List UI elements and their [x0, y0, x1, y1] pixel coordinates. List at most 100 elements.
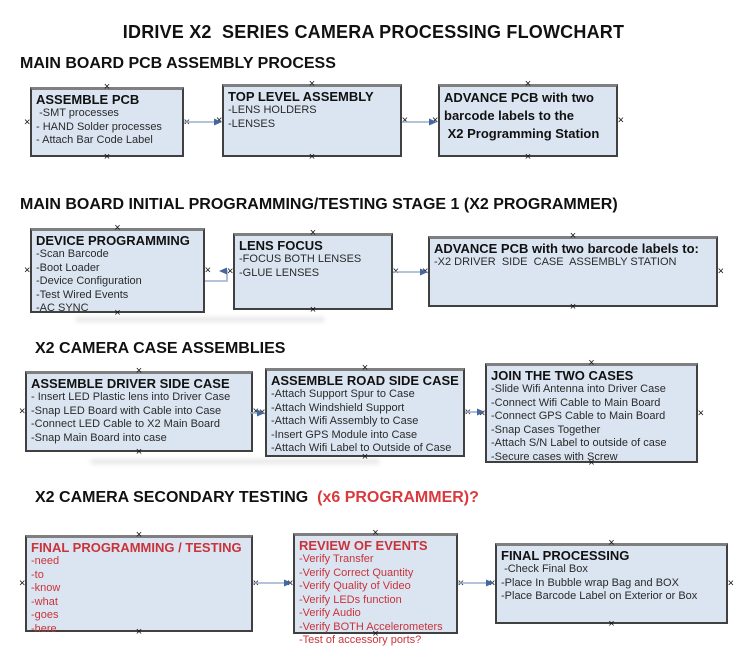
box-title: LENS FOCUS	[239, 238, 323, 253]
section-heading-text: X2 CAMERA SECONDARY TESTING	[35, 489, 313, 506]
flow-box-final-processing: × × × × FINAL PROCESSING -Check Final Bo…	[489, 538, 734, 630]
connector-handle-icon: ×	[569, 301, 577, 313]
connector-arrow-elbow	[205, 267, 228, 282]
connector-handle-icon: ×	[204, 264, 211, 277]
box-item: -Verify Audio	[299, 607, 361, 619]
connector-handle-icon: ×	[24, 116, 31, 129]
box-item: -Attach S/N Label to outside of case	[491, 437, 667, 449]
flow-box-device-programming: × × × × DEVICE PROGRAMMING -Scan Barcode…	[24, 223, 211, 319]
box-item: -Secure cases with Screw	[491, 450, 618, 463]
box-item-list: -Verify Transfer-Verify Correct Quantity…	[299, 553, 452, 648]
connector-handle-icon: ×	[114, 222, 121, 234]
box-item: -Verify Transfer	[299, 553, 374, 565]
connector-handle-icon: ×	[103, 81, 111, 93]
box-item: -Snap LED Board with Cable into Case	[31, 404, 222, 417]
connector-handle-icon: ×	[524, 78, 532, 90]
connector-handle-icon: ×	[608, 618, 615, 630]
box-title: ASSEMBLE PCB	[36, 92, 140, 107]
connector-handle-icon: ×	[259, 406, 266, 419]
connector-handle-icon: ×	[464, 406, 471, 419]
box-item: -Verify BOTH Accelerometers	[299, 620, 443, 633]
connector-handle-icon: ×	[19, 577, 26, 590]
box-item-list: -Check Final Box-Place In Bubble wrap Ba…	[501, 563, 722, 604]
section-heading-text: MAIN BOARD PCB ASSEMBLY PROCESS	[20, 55, 336, 72]
connector-handle-icon: ×	[183, 116, 190, 129]
connector-handle-icon: ×	[588, 357, 595, 369]
section-heading-red-text: (x6 PROGRAMMER)?	[312, 489, 479, 506]
box-item: -GLUE LENSES	[239, 266, 320, 279]
page-title: IDRIVE X2 SERIES CAMERA PROCESSING FLOWC…	[122, 22, 625, 42]
box-item: -Attach Support Spur to Case	[271, 388, 415, 400]
box-item: -goes	[31, 609, 59, 621]
box-item: - Insert LED Plastic lens into Driver Ca…	[31, 391, 231, 403]
box-item: -Place Barcode Label on Exterior or Box	[501, 590, 698, 602]
connector-handle-icon: ×	[717, 265, 724, 278]
box-item: -Connect GPS Cable to Main Board	[491, 410, 666, 422]
connector-handle-icon: ×	[569, 230, 577, 242]
box-item: - HAND Solder processes	[36, 120, 162, 133]
connector-handle-icon: ×	[24, 264, 31, 277]
box-item: -here	[31, 622, 57, 635]
box-item: -Test Wired Events	[36, 288, 129, 301]
connector-handle-icon: ×	[103, 151, 111, 163]
box-title: TOP LEVEL ASSEMBLY	[228, 89, 374, 104]
flow-box-review-of-events: × × × × REVIEW OF EVENTS -Verify Transfe…	[287, 528, 464, 647]
connector-handle-icon: ×	[457, 577, 464, 590]
box-item: -Boot Loader	[36, 261, 100, 274]
box-item: -Snap Main Board into case	[31, 431, 167, 444]
box-item-list: -FOCUS BOTH LENSES-GLUE LENSES	[239, 253, 387, 280]
connector-handle-icon: ×	[617, 114, 624, 127]
section-heading-case-assemblies: X2 CAMERA CASE ASSEMBLIES	[35, 340, 285, 358]
flow-box-lens-focus: × × × × LENS FOCUS -FOCUS BOTH LENSES-GL…	[227, 228, 399, 316]
box-item: -Attach Windshield Support	[271, 401, 405, 414]
box-item-list: - Insert LED Plastic lens into Driver Ca…	[31, 391, 247, 445]
connector-handle-icon: ×	[489, 577, 496, 590]
box-item: - Attach Bar Code Label	[36, 134, 153, 146]
box-title: ADVANCE PCB with two barcode labels to:	[434, 241, 699, 256]
connector-handle-icon: ×	[309, 227, 317, 239]
connector-handle-icon: ×	[608, 537, 615, 549]
box-item-list: -SMT processes- HAND Solder processes- A…	[36, 107, 178, 148]
box-item: -know	[31, 582, 61, 594]
box-item: -Connect Wifi Cable to Main Board	[491, 396, 661, 409]
connector-handle-icon: ×	[479, 407, 486, 420]
flow-box-assemble-pcb: × × × × ASSEMBLE PCB -SMT processes- HAN…	[24, 82, 190, 163]
connector-handle-icon: ×	[19, 405, 26, 418]
box-item-list: -X2 DRIVER SIDE CASE ASSEMBLY STATION	[434, 256, 712, 270]
box-title: JOIN THE TWO CASES	[491, 368, 634, 383]
flow-box-top-level-assembly: × × × × TOP LEVEL ASSEMBLY -LENS HOLDERS…	[216, 79, 408, 163]
section-heading-secondary-testing: X2 CAMERA SECONDARY TESTING (x6 PROGRAMM…	[35, 489, 479, 507]
box-item: -Slide Wifi Antenna into Driver Case	[491, 383, 666, 395]
connector-handle-icon: ×	[308, 78, 316, 90]
box-item: -Insert GPS Module into Case	[271, 428, 418, 441]
flow-box-advance-pcb-programming-station: × × × × ADVANCE PCB with two barcode lab…	[432, 79, 624, 163]
box-title: REVIEW OF EVENTS	[299, 538, 428, 553]
box-item-list: -need-to-know-what-goes-here	[31, 555, 247, 636]
box-item-list: -Attach Support Spur to Case-Attach Wind…	[271, 388, 459, 456]
box-item: -Snap Cases Together	[491, 423, 601, 436]
box-title: DEVICE PROGRAMMING	[36, 233, 190, 248]
box-item: -Attach Wifi Label to Outside of Case	[271, 442, 452, 454]
section-heading-pcb-assembly: MAIN BOARD PCB ASSEMBLY PROCESS	[20, 55, 336, 73]
connector-handle-icon: ×	[392, 265, 399, 278]
section-heading-text: MAIN BOARD INITIAL PROGRAMMING/TESTING S…	[20, 196, 618, 213]
shadow-artifact	[75, 317, 325, 322]
box-title: FINAL PROGRAMMING / TESTING	[31, 540, 242, 555]
box-title: FINAL PROCESSING	[501, 548, 630, 563]
connector-handle-icon: ×	[135, 365, 143, 377]
box-item-list: -Scan Barcode-Boot Loader-Device Configu…	[36, 248, 199, 316]
box-item: -Verify Quality of Video	[299, 580, 411, 592]
connector-handle-icon: ×	[361, 362, 369, 374]
box-title: ADVANCE PCB with two barcode labels to t…	[444, 90, 600, 141]
flow-box-final-programming-testing: × × × × FINAL PROGRAMMING / TESTING -nee…	[19, 530, 259, 638]
connector-handle-icon: ×	[401, 114, 408, 127]
flow-box-assemble-driver-side-case: × × × × ASSEMBLE DRIVER SIDE CASE - Inse…	[19, 366, 259, 458]
box-item: -Connect LED Cable to X2 Main Board	[31, 418, 220, 430]
box-item: -Attach Wifi Assembly to Case	[271, 415, 419, 427]
connector-handle-icon: ×	[216, 114, 223, 127]
box-item: -need	[31, 555, 60, 567]
box-item: -LENS HOLDERS	[228, 104, 317, 116]
box-item: -Scan Barcode	[36, 248, 109, 260]
connector-handle-icon: ×	[372, 527, 379, 539]
flow-box-assemble-road-side-case: × × × × ASSEMBLE ROAD SIDE CASE -Attach …	[259, 363, 471, 463]
